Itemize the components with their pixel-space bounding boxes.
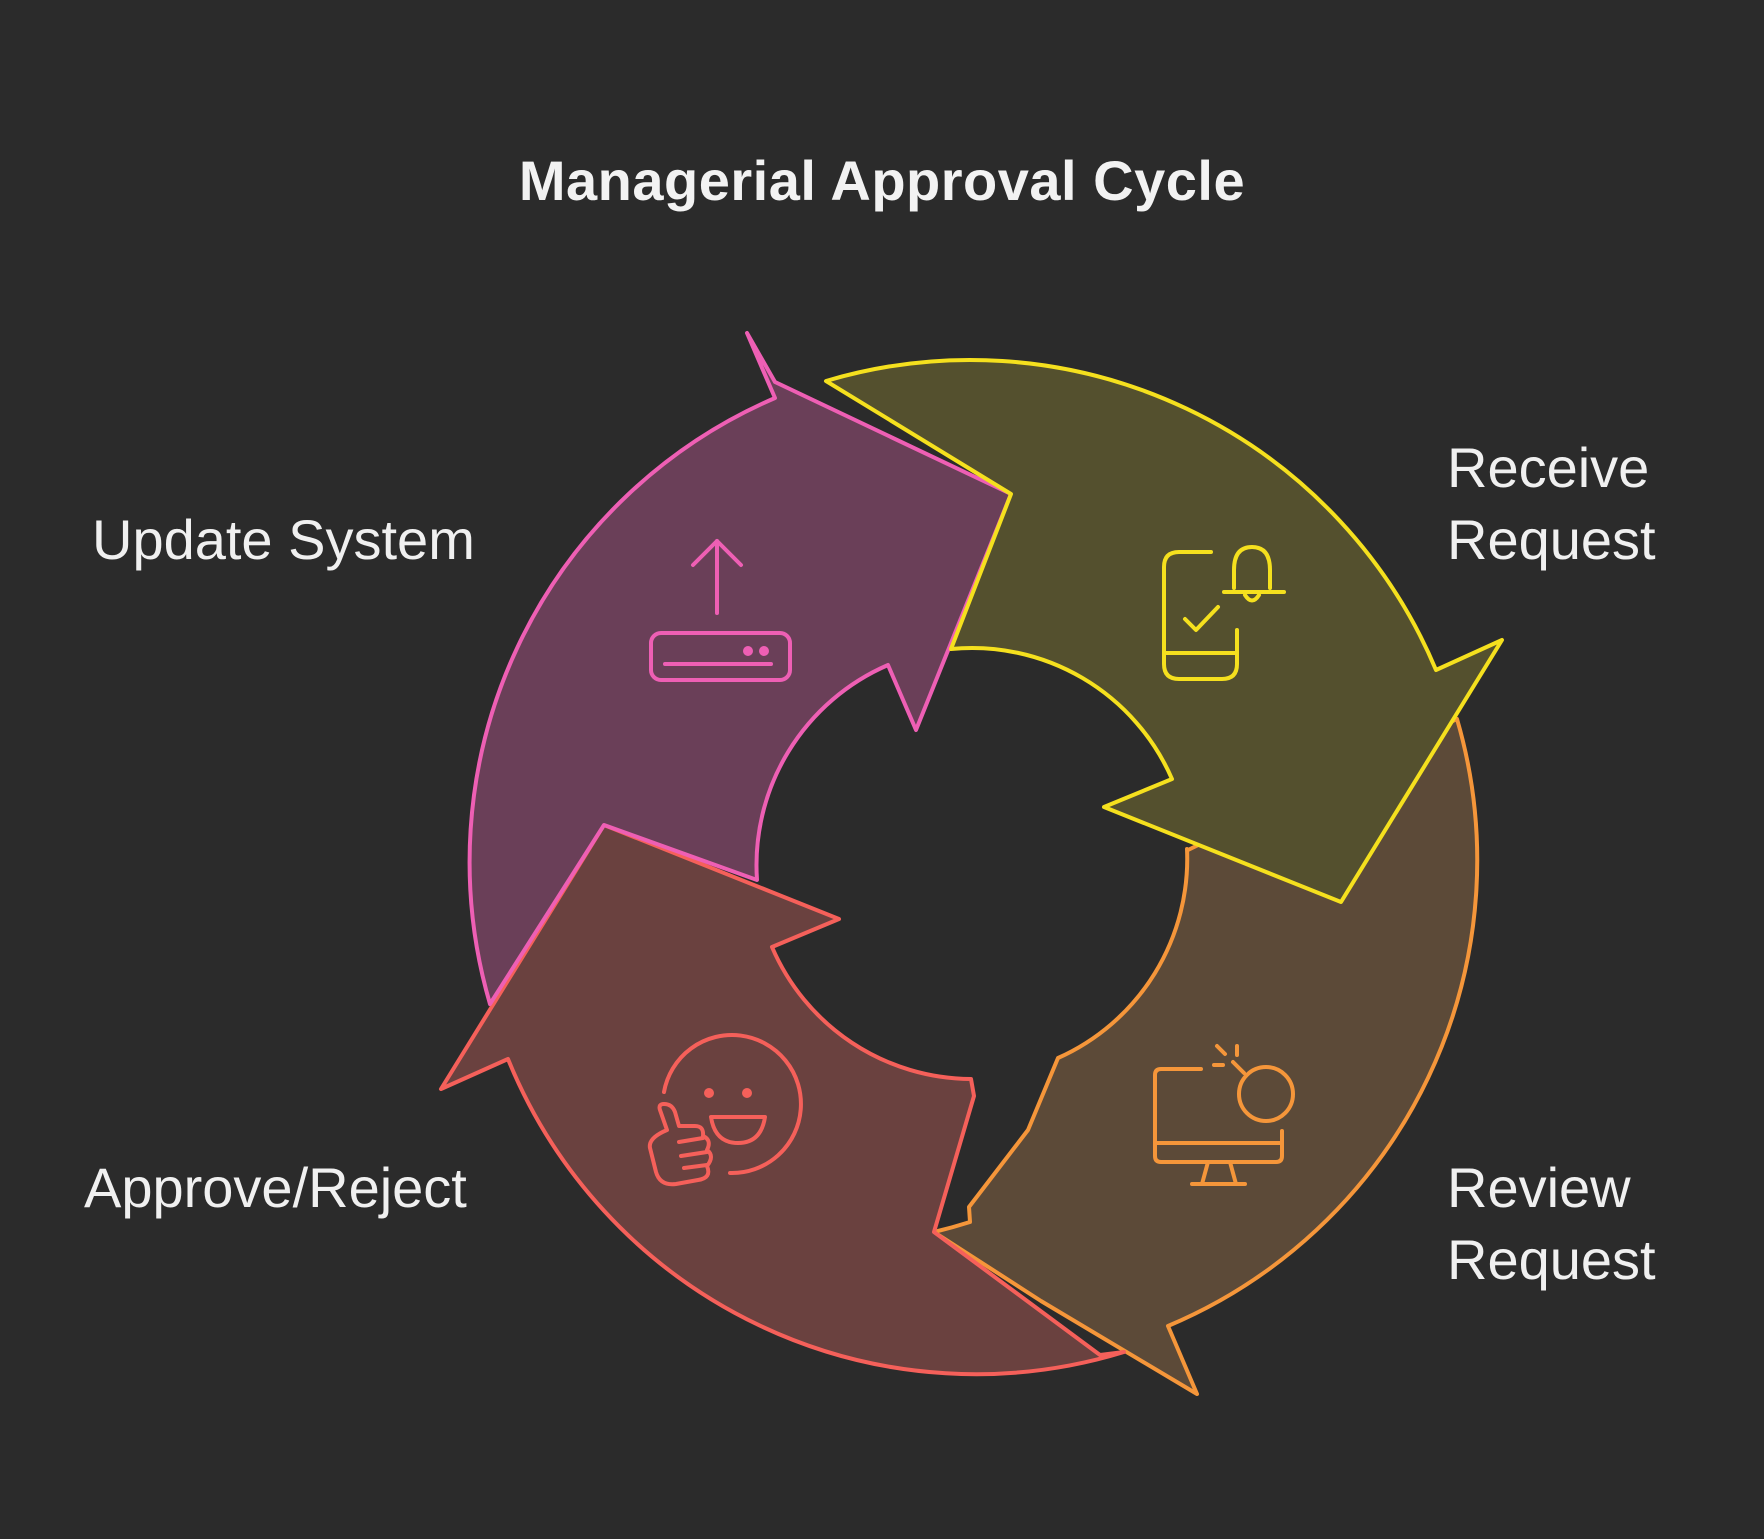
step-label-receive-request: Receive Request (1447, 436, 1656, 571)
phone-bell-icon (1162, 545, 1286, 681)
cycle-arrow-approve-reject (439, 823, 1126, 1377)
monitor-icon (1153, 1044, 1295, 1186)
step-label-update-system: Update System (92, 508, 475, 571)
cycle-arrow-update-system (467, 331, 1013, 1006)
step-label-approve-reject: Approve/Reject (84, 1156, 467, 1219)
thumbs-up-smile-icon (647, 1033, 803, 1187)
step-label-review-request: Review Request (1447, 1156, 1656, 1291)
upload-device-icon (649, 539, 792, 682)
diagram-title: Managerial Approval Cycle (518, 149, 1246, 212)
